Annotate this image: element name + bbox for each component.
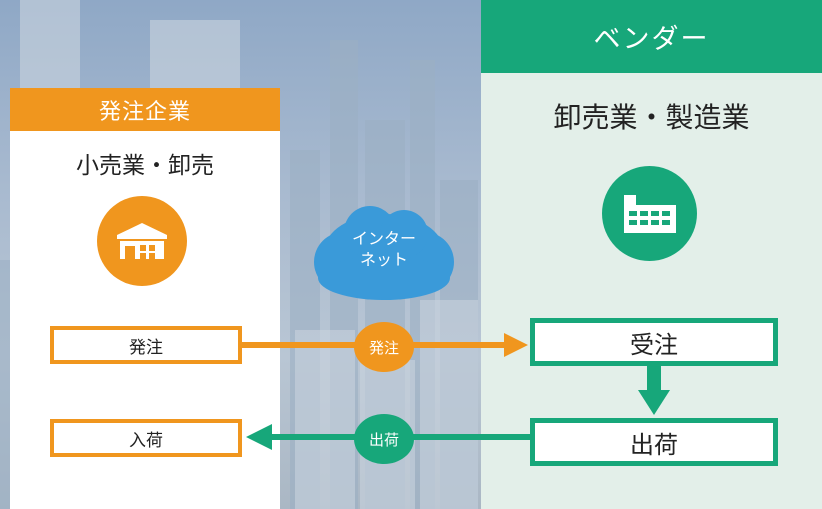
shipment-box: 出荷 (530, 418, 778, 466)
order-arrow-head (504, 333, 528, 357)
ordering-company-header: 発注企業 (10, 88, 280, 131)
order-box: 発注 (50, 326, 242, 364)
internet-cloud-icon (314, 206, 454, 300)
ordering-company-subtitle: 小売業・卸売 (76, 153, 214, 179)
down-arrow-head (638, 390, 670, 415)
vendor-subtitle: 卸売業・製造業 (553, 101, 750, 134)
arrival-box: 入荷 (50, 419, 242, 457)
internet-label: インター ネット (300, 228, 468, 270)
ship-arrow-head (246, 424, 272, 450)
down-arrow-shaft (647, 366, 661, 392)
internet-label-line1: インター (351, 229, 416, 248)
vendor-header: ベンダー (481, 0, 822, 73)
ship-flow-label: 出荷 (354, 414, 414, 464)
order-flow-label: 発注 (354, 322, 414, 372)
factory-icon (602, 166, 697, 261)
store-icon (97, 196, 187, 286)
receive-order-box: 受注 (530, 318, 778, 366)
internet-label-line2: ネット (359, 250, 408, 269)
